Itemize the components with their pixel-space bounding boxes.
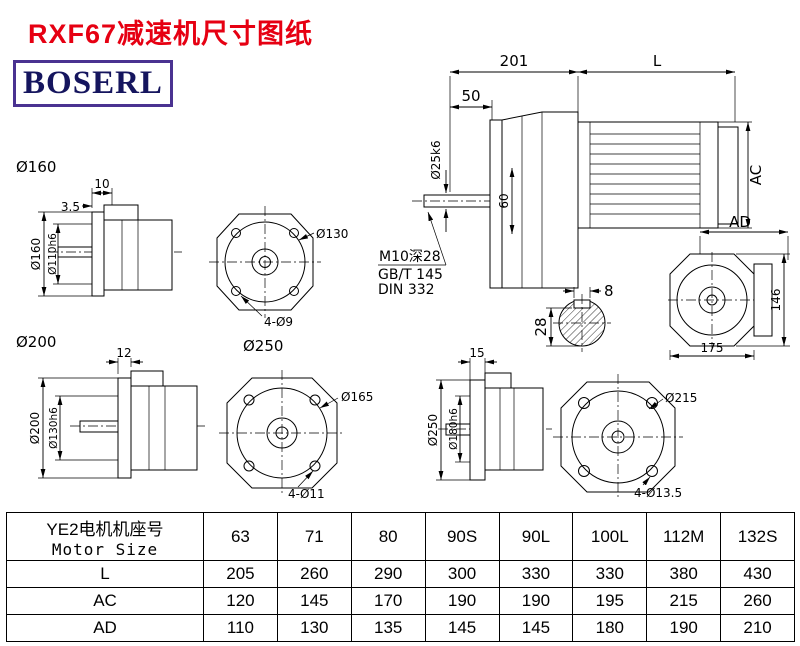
flange250-front-view: Ø215 4-Ø13.5	[553, 374, 697, 500]
dim-AD: AD	[729, 213, 751, 231]
size-cell: 63	[203, 512, 278, 561]
main-assembly-view: 201 L 50 Ø25k6 60 AC	[412, 52, 765, 289]
dim-AC: AC	[747, 165, 765, 185]
dim-shaft-diameter: Ø25k6	[429, 140, 443, 179]
value-cell: 135	[350, 614, 426, 642]
dim-10: 10	[94, 177, 109, 191]
dim-key-width: 8	[604, 282, 614, 300]
dim-12: 12	[116, 346, 131, 360]
value-cell: 145	[498, 614, 574, 642]
row-label: AC	[6, 587, 204, 615]
size-cell: 71	[276, 512, 352, 561]
header-cn: YE2电机机座号	[46, 519, 164, 539]
value-cell: 290	[350, 560, 426, 588]
size-cell: 80	[350, 512, 426, 561]
value-cell: 260	[276, 560, 352, 588]
flange200-label: Ø200	[16, 333, 56, 351]
flange250-side-view: 15 Ø250 Ø180h6	[426, 346, 552, 481]
value-cell: 190	[498, 587, 574, 615]
dim-175: 175	[701, 341, 724, 355]
dim-flange160-od: Ø160	[29, 238, 43, 270]
page-title: RXF67减速机尺寸图纸	[28, 19, 314, 49]
value-cell: 215	[646, 587, 722, 615]
value-cell: 120	[203, 587, 278, 615]
dim-flange250-od: Ø250	[426, 414, 440, 446]
dim-flange200-holes: 4-Ø11	[288, 487, 325, 501]
flange160-label: Ø160	[16, 158, 56, 176]
size-cell: 90S	[424, 512, 500, 561]
dim-201: 201	[500, 52, 529, 70]
value-cell: 430	[720, 560, 795, 588]
value-cell: 195	[572, 587, 648, 615]
size-cell: 100L	[572, 512, 648, 561]
header-en: Motor Size	[51, 539, 159, 559]
size-cell: 112M	[646, 512, 722, 561]
flange160-side-view: Ø160 10 3.5 Ø160 Ø110h6	[16, 158, 182, 297]
value-cell: 145	[276, 587, 352, 615]
dim-flange200-od: Ø200	[28, 412, 42, 444]
row-label: L	[6, 560, 204, 588]
dim-L: L	[653, 52, 662, 70]
standard-din: DIN 332	[378, 282, 435, 298]
dim-key-depth: 28	[532, 317, 550, 336]
thread-note: M10深28 GB/T 145 DIN 332	[378, 211, 447, 298]
dim-3-5: 3.5	[61, 200, 80, 214]
motor-size-table: YE2电机机座号 Motor Size 63 71 80 90S 90L 100…	[6, 512, 795, 642]
value-cell: 380	[646, 560, 722, 588]
dim-50: 50	[461, 87, 480, 105]
dim-146: 146	[769, 289, 783, 312]
value-cell: 145	[424, 614, 500, 642]
flange250-label: Ø250	[243, 337, 283, 355]
dim-flange250-spigot: Ø180h6	[448, 408, 460, 450]
technical-drawing: 201 L 50 Ø25k6 60 AC M10深28	[16, 52, 790, 501]
dim-flange160-holes: 4-Ø9	[264, 315, 293, 329]
table-header-row: YE2电机机座号 Motor Size 63 71 80 90S 90L 100…	[6, 512, 795, 561]
dim-flange250-bolt-circle: Ø215	[665, 391, 697, 405]
value-cell: 190	[646, 614, 722, 642]
size-cell: 90L	[498, 512, 574, 561]
dim-flange200-spigot: Ø130h6	[48, 407, 60, 449]
motor-size-header-cell: YE2电机机座号 Motor Size	[6, 512, 204, 561]
value-cell: 190	[424, 587, 500, 615]
value-cell: 180	[572, 614, 648, 642]
dim-flange200-bolt-circle: Ø165	[341, 390, 373, 404]
value-cell: 130	[276, 614, 352, 642]
logo-text: BOSERL	[23, 65, 163, 101]
value-cell: 260	[720, 587, 795, 615]
value-cell: 110	[203, 614, 278, 642]
dim-flange250-holes: 4-Ø13.5	[634, 486, 682, 500]
value-cell: 300	[424, 560, 500, 588]
row-label: AD	[6, 614, 204, 642]
ad-view: AD 146 175	[668, 213, 790, 360]
table-row-L: L 205 260 290 300 330 330 380 430	[6, 560, 795, 588]
value-cell: 210	[720, 614, 795, 642]
table-row-AC: AC 120 145 170 190 190 195 215 260	[6, 587, 795, 615]
value-cell: 205	[203, 560, 278, 588]
standard-gbt: GB/T 145	[378, 267, 443, 283]
flange200-side-view: Ø200 12 Ø200 Ø130h6	[16, 333, 205, 479]
shaft-key-section: 8 28	[532, 282, 614, 352]
table-row-AD: AD 110 130 135 145 145 180 190 210	[6, 614, 795, 642]
flange160-front-view: Ø130 4-Ø9	[209, 206, 348, 329]
dim-15: 15	[469, 346, 484, 360]
flange200-front-view: Ø165 4-Ø11	[219, 370, 373, 501]
boserl-logo: BOSERL	[13, 60, 173, 107]
thread-spec: M10深28	[379, 249, 441, 265]
dim-flange160-spigot: Ø110h6	[47, 233, 59, 275]
value-cell: 330	[572, 560, 648, 588]
value-cell: 170	[350, 587, 426, 615]
dim-60: 60	[497, 193, 511, 208]
dim-flange160-bolt-circle: Ø130	[316, 227, 348, 241]
size-cell: 132S	[720, 512, 795, 561]
value-cell: 330	[498, 560, 574, 588]
